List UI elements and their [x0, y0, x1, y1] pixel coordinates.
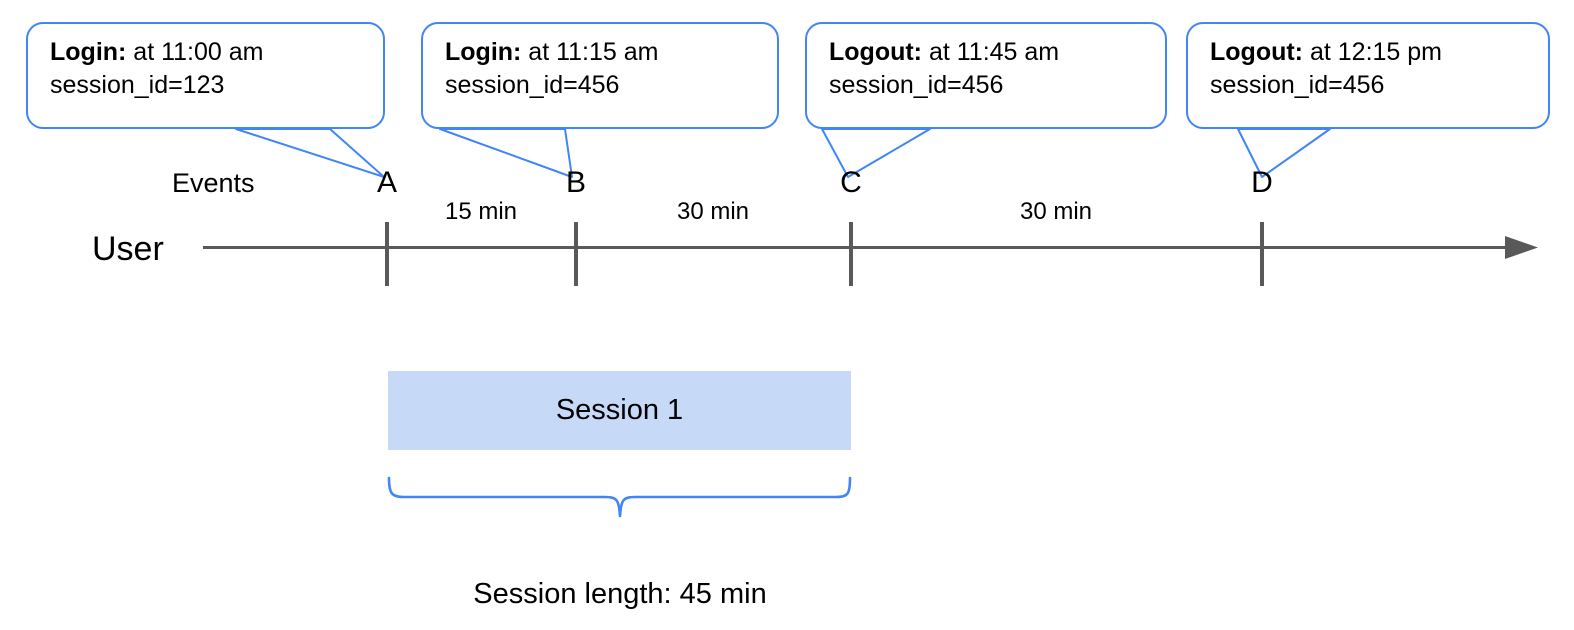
callout-bubble-d: Logout: at 12:15 pm session_id=456: [1186, 22, 1550, 129]
callout-d-rest: at 12:15 pm: [1303, 38, 1442, 66]
callout-c-line1: Logout: at 11:45 am: [829, 36, 1147, 69]
callout-a-lead: Login:: [50, 38, 127, 66]
timeline-axis: [203, 246, 1512, 249]
callout-b-lead: Login:: [445, 38, 522, 66]
callout-b-line2: session_id=456: [445, 71, 620, 100]
callout-bubble-c: Logout: at 11:45 am session_id=456: [805, 22, 1167, 129]
interval-label-a-b: 15 min: [444, 198, 518, 225]
callout-b-rest: at 11:15 am: [521, 38, 659, 66]
session-bar-label: Session 1: [555, 394, 684, 426]
callout-c-lead: Logout:: [829, 38, 923, 66]
row-label-events: Events: [172, 168, 255, 198]
event-tick-d: [1260, 222, 1264, 286]
callout-d-line2: session_id=456: [1210, 71, 1385, 100]
callout-d-lead: Logout:: [1210, 38, 1304, 66]
callout-a-rest: at 11:00 am: [126, 38, 264, 66]
callout-c-line2: session_id=456: [829, 71, 1004, 100]
session-length-caption: Session length: 45 min: [473, 578, 767, 610]
event-marker-label-c: C: [840, 166, 862, 199]
session-brace-path: [387, 476, 852, 518]
row-label-user: User: [92, 230, 164, 268]
session-bar: Session 1: [388, 371, 851, 450]
callout-a-line1: Login: at 11:00 am: [50, 36, 365, 69]
callout-d-line1: Logout: at 12:15 pm: [1210, 36, 1530, 69]
interval-label-c-d: 30 min: [1019, 198, 1093, 225]
event-marker-label-d: D: [1251, 166, 1273, 199]
callout-a-line2: session_id=123: [50, 71, 225, 100]
event-marker-label-a: A: [376, 166, 397, 199]
callout-bubble-a: Login: at 11:00 am session_id=123: [26, 22, 385, 129]
interval-label-b-c: 30 min: [676, 198, 750, 225]
event-marker-label-b: B: [565, 166, 586, 199]
callout-c-rest: at 11:45 am: [922, 38, 1060, 66]
event-tick-b: [574, 222, 578, 286]
event-tick-a: [385, 222, 389, 286]
callout-b-line1: Login: at 11:15 am: [445, 36, 759, 69]
callout-bubble-b: Login: at 11:15 am session_id=456: [421, 22, 779, 129]
event-tick-c: [849, 222, 853, 286]
